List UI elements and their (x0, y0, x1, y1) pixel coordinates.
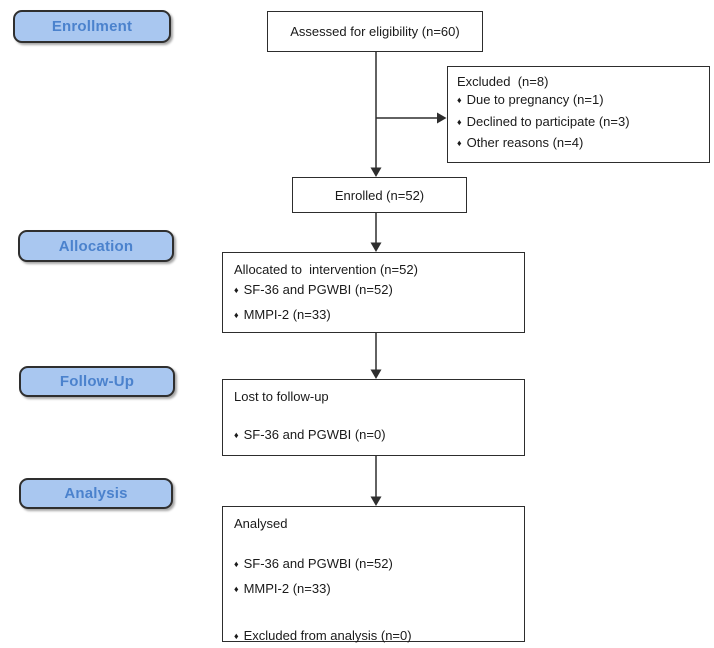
box-title: Excluded (n=8) (457, 74, 549, 89)
diamond-bullet-icon: ♦ (234, 631, 239, 641)
box-title: Enrolled (n=52) (334, 187, 425, 203)
bullet-item: ♦ SF-36 and PGWBI (n=0) (234, 427, 386, 442)
diamond-bullet-icon: ♦ (457, 95, 462, 105)
flow-box-lost-to-followup: Lost to follow-up ♦ SF-36 and PGWBI (n=0… (222, 379, 525, 456)
bullet-item: ♦ Other reasons (n=4) (457, 133, 701, 155)
bullet-item: ♦ SF-36 and PGWBI (n=52) (234, 278, 516, 303)
stage-label-followup: Follow-Up (19, 366, 175, 397)
stage-label-text: Follow-Up (59, 373, 135, 390)
arrowhead-allocated (370, 242, 382, 252)
box-title: Assessed for eligibility (n=60) (290, 24, 460, 39)
stage-label-text: Enrollment (51, 18, 133, 35)
bullet-item: ♦ SF-36 and PGWBI (n=52) (234, 552, 516, 577)
arrowhead-excluded (437, 112, 447, 124)
stage-label-analysis: Analysis (19, 478, 173, 509)
box-title: Lost to follow-up (234, 389, 329, 404)
box-title: Allocated to intervention (n=52) (234, 262, 418, 277)
stage-label-text: Analysis (64, 485, 128, 502)
diamond-bullet-icon: ♦ (234, 285, 239, 295)
arrowhead-lost (370, 369, 382, 379)
flow-box-excluded: Excluded (n=8) ♦ Due to pregnancy (n=1) … (447, 66, 710, 163)
diamond-bullet-icon: ♦ (234, 430, 239, 440)
stage-label-allocation: Allocation (18, 230, 174, 262)
bullet-item: ♦ Declined to participate (n=3) (457, 112, 701, 134)
stage-label-enrollment: Enrollment (13, 10, 171, 43)
flow-box-enrolled: Enrolled (n=52) (292, 177, 467, 213)
flow-box-allocated: Allocated to intervention (n=52) ♦ SF-36… (222, 252, 525, 333)
diamond-bullet-icon: ♦ (234, 559, 239, 569)
flow-box-assessed: Assessed for eligibility (n=60) (267, 11, 483, 52)
bullet-item: ♦ Excluded from analysis (n=0) (234, 624, 516, 648)
arrowhead-enrolled (370, 167, 382, 177)
box-title: Analysed (234, 516, 288, 531)
flow-box-analysed: Analysed ♦ SF-36 and PGWBI (n=52) ♦ MMPI… (222, 506, 525, 643)
bullet-item: ♦ MMPI-2 (n=33) (234, 577, 516, 602)
arrowhead-analysed (370, 496, 382, 506)
diamond-bullet-icon: ♦ (457, 116, 462, 127)
diamond-bullet-icon: ♦ (234, 584, 239, 594)
stage-label-text: Allocation (58, 237, 134, 255)
diamond-bullet-icon: ♦ (457, 138, 462, 148)
diamond-bullet-icon: ♦ (234, 310, 239, 320)
bullet-item: ♦ MMPI-2 (n=33) (234, 303, 516, 328)
bullet-item: ♦ Due to pregnancy (n=1) (457, 90, 701, 112)
